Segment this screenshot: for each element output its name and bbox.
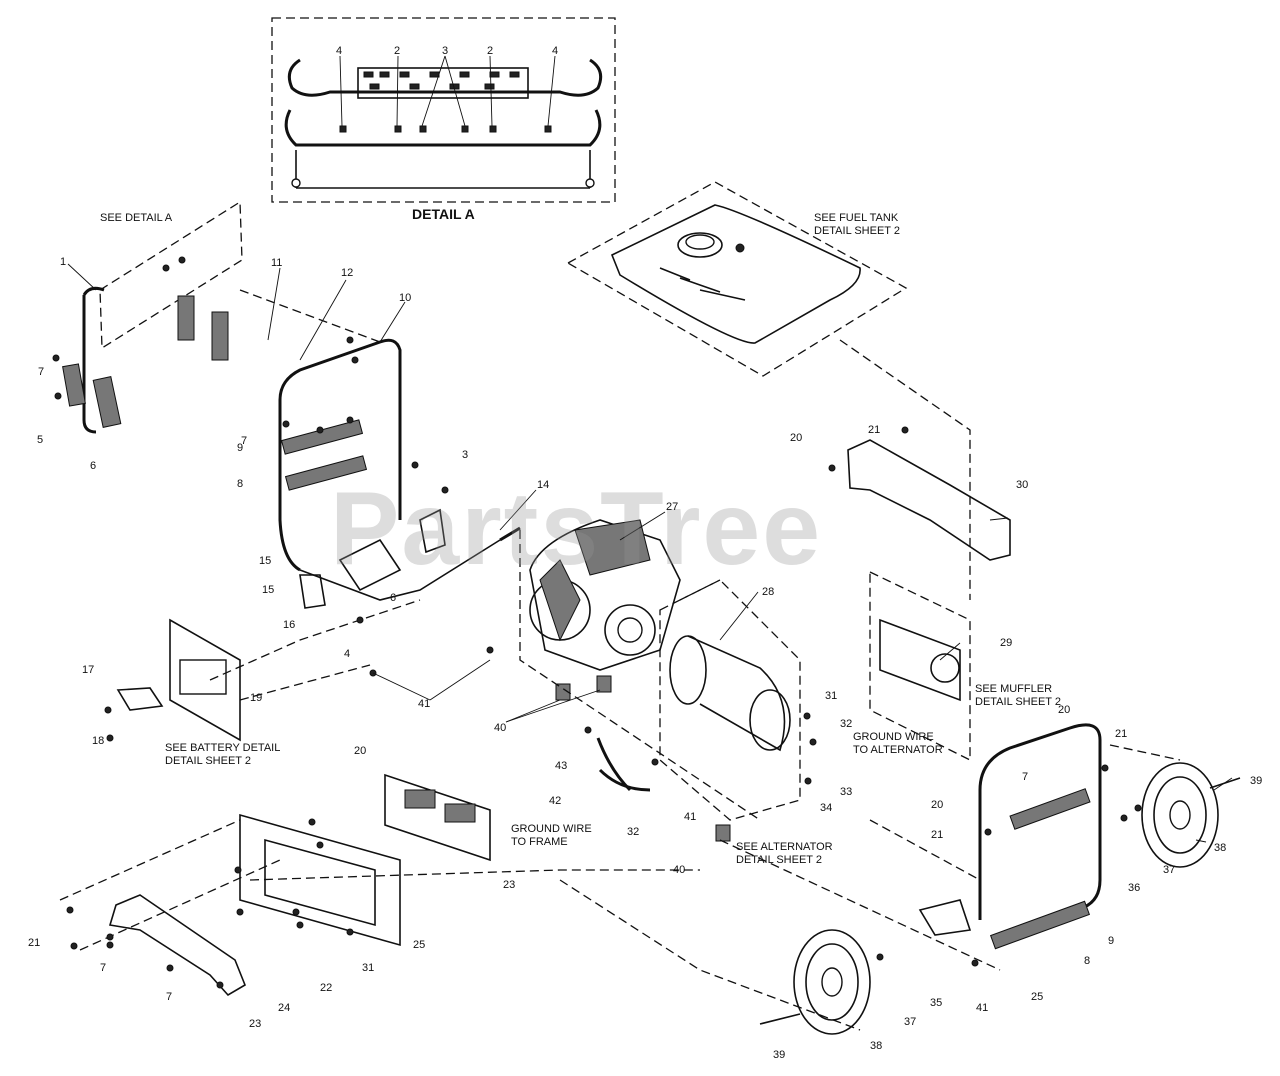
note-ground-wire-alternator: GROUND WIRE TO ALTERNATOR xyxy=(853,731,943,756)
part-number-callout: 10 xyxy=(399,292,412,304)
note-fuel-tank: SEE FUEL TANK DETAIL SHEET 2 xyxy=(814,212,900,237)
part-number-callout: 3 xyxy=(442,45,449,57)
part-number-callout: 38 xyxy=(870,1040,883,1052)
part-number-callout: 7 xyxy=(100,962,107,974)
part-number-callout: 40 xyxy=(494,722,507,734)
part-number-callout: 19 xyxy=(250,692,263,704)
main-frame-right xyxy=(918,723,1102,950)
part-number-callout: 15 xyxy=(262,584,275,596)
part-number-callout: 9 xyxy=(237,442,244,454)
part-number-callout: 37 xyxy=(904,1016,917,1028)
part-number-callout: 32 xyxy=(627,826,640,838)
detail-a-inset xyxy=(271,17,616,203)
part-number-callout: 21 xyxy=(28,937,41,949)
fuel-tank-detail-box xyxy=(566,181,908,377)
part-number-callout: 15 xyxy=(259,555,272,567)
part-number-callout: 17 xyxy=(82,664,95,676)
part-number-callout: 31 xyxy=(362,962,375,974)
control-panel xyxy=(239,773,491,947)
part-number-callout: 36 xyxy=(1128,882,1141,894)
wheel-right xyxy=(1141,762,1241,868)
part-number-callout: 4 xyxy=(336,45,343,57)
part-number-callout: 4 xyxy=(344,648,351,660)
fastener-hardware xyxy=(66,336,1142,989)
part-number-callout: 39 xyxy=(1250,775,1263,787)
part-number-callout: 23 xyxy=(249,1018,262,1030)
part-number-callout: 4 xyxy=(552,45,559,57)
frame-panel-left xyxy=(52,200,243,434)
part-number-callout: 20 xyxy=(354,745,367,757)
part-number-callout: 32 xyxy=(840,718,853,730)
note-ground-wire-frame: GROUND WIRE TO FRAME xyxy=(511,823,592,848)
part-number-callout: 3 xyxy=(462,449,469,461)
part-number-callout: 8 xyxy=(237,478,244,490)
front-handle xyxy=(108,894,246,997)
part-number-callout: 21 xyxy=(931,829,944,841)
part-number-callout: 7 xyxy=(1022,771,1029,783)
part-number-callout: 22 xyxy=(320,982,333,994)
part-number-callout: 28 xyxy=(762,586,775,598)
part-number-callout: 42 xyxy=(549,795,562,807)
handle-bracket xyxy=(847,439,1011,561)
part-number-callout: 24 xyxy=(278,1002,291,1014)
belt-32 xyxy=(598,768,651,792)
part-number-callout: 14 xyxy=(537,479,550,491)
part-number-callout: 11 xyxy=(271,257,283,269)
part-number-callout: 6 xyxy=(90,460,97,472)
part-number-callout: 41 xyxy=(684,811,697,823)
part-number-callout: 43 xyxy=(555,760,568,772)
battery-detail-box xyxy=(116,618,241,742)
part-number-callout: 21 xyxy=(1115,728,1128,740)
part-number-callout: 8 xyxy=(1084,955,1091,967)
part-number-callout: 20 xyxy=(931,799,944,811)
part-number-callout: 18 xyxy=(92,735,105,747)
part-number-callout: 23 xyxy=(503,879,516,891)
part-number-callout: 25 xyxy=(413,939,426,951)
part-number-callout: 33 xyxy=(840,786,853,798)
part-number-callout: 31 xyxy=(825,690,838,702)
part-number-callout: 16 xyxy=(283,619,296,631)
part-number-callout: 30 xyxy=(1016,479,1029,491)
part-number-callout: 7 xyxy=(241,435,248,447)
detail-a-title: DETAIL A xyxy=(412,206,475,222)
part-number-callout: 40 xyxy=(673,864,686,876)
alternator-box xyxy=(659,579,801,842)
watermark: PartsTree xyxy=(330,471,823,587)
note-muffler: SEE MUFFLER DETAIL SHEET 2 xyxy=(975,683,1061,708)
part-number-callout: 29 xyxy=(1000,637,1013,649)
part-number-callout: 1 xyxy=(60,256,67,268)
part-number-callout: 2 xyxy=(394,45,401,57)
muffler-detail-box xyxy=(869,570,971,762)
part-number-callout: 7 xyxy=(38,366,45,378)
part-number-callout: 34 xyxy=(820,802,833,814)
part-number-callout: 39 xyxy=(773,1049,786,1061)
note-battery: SEE BATTERY DETAIL DETAIL SHEET 2 xyxy=(165,742,281,767)
part-number-callout: 41 xyxy=(418,698,431,710)
label-leaders xyxy=(67,263,1233,843)
part-number-callout: 21 xyxy=(868,424,881,436)
part-number-callout: 12 xyxy=(341,267,354,279)
wheel-left xyxy=(759,929,871,1035)
part-number-callout: 20 xyxy=(1058,704,1071,716)
part-number-callout: 27 xyxy=(666,501,679,513)
part-number-callout: 20 xyxy=(790,432,803,444)
engine-assembly xyxy=(529,519,681,701)
part-number-callout: 37 xyxy=(1163,864,1176,876)
part-number-callout: 38 xyxy=(1214,842,1227,854)
part-number-callout: 35 xyxy=(930,997,943,1009)
part-number-callout: 6 xyxy=(390,592,397,604)
part-number-callout: 2 xyxy=(487,45,494,57)
assembly-dashed-lines xyxy=(59,289,1181,1031)
part-number-callout: 7 xyxy=(166,991,173,1003)
part-number-callout: 9 xyxy=(1108,935,1115,947)
part-number-callout: 25 xyxy=(1031,991,1044,1003)
note-alternator: SEE ALTERNATOR DETAIL SHEET 2 xyxy=(736,841,833,866)
part-number-callout: 5 xyxy=(37,434,44,446)
part-number-callout: 41 xyxy=(976,1002,989,1014)
note-see-detail-a: SEE DETAIL A xyxy=(100,212,173,224)
